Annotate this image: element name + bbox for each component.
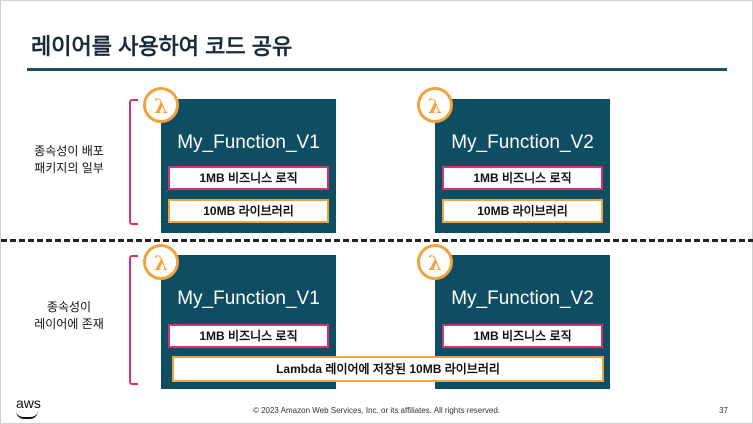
aws-logo: aws xyxy=(16,395,41,411)
title-divider xyxy=(27,68,727,71)
business-logic-block: 1MB 비즈니스 로직 xyxy=(168,324,329,348)
library-block: 10MB 라이브러리 xyxy=(168,199,329,223)
function-title: My_Function_V2 xyxy=(451,132,594,153)
top-label-line2: 패키지의 일부 xyxy=(34,161,104,175)
bottom-label-line1: 종속성이 xyxy=(46,300,92,314)
aws-logo-smile xyxy=(16,411,38,419)
top-section-label: 종속성이 배포 패키지의 일부 xyxy=(19,143,119,177)
lambda-icon: λ xyxy=(417,244,453,280)
bottom-bracket xyxy=(129,255,138,385)
lambda-icon: λ xyxy=(143,87,179,123)
top-label-line1: 종속성이 배포 xyxy=(34,144,104,158)
function-title: My_Function_V2 xyxy=(451,288,594,309)
page-number: 37 xyxy=(719,406,728,415)
lambda-icon: λ xyxy=(143,244,179,280)
slide-title: 레이어를 사용하여 코드 공유 xyxy=(31,34,293,59)
business-logic-block: 1MB 비즈니스 로직 xyxy=(442,166,603,190)
function-box-v1-top: My_Function_V1 1MB 비즈니스 로직 10MB 라이브러리 xyxy=(161,99,336,233)
section-divider xyxy=(1,239,753,242)
top-bracket xyxy=(129,99,138,225)
lambda-layer-block: Lambda 레이어에 저장된 10MB 라이브러리 xyxy=(172,356,604,382)
function-title: My_Function_V1 xyxy=(177,288,320,309)
lambda-icon: λ xyxy=(417,87,453,123)
business-logic-block: 1MB 비즈니스 로직 xyxy=(168,166,329,190)
bottom-label-line2: 레이어에 존재 xyxy=(34,317,104,331)
function-box-v2-top: My_Function_V2 1MB 비즈니스 로직 10MB 라이브러리 xyxy=(435,99,610,233)
library-block: 10MB 라이브러리 xyxy=(442,199,603,223)
bottom-section-label: 종속성이 레이어에 존재 xyxy=(19,299,119,333)
business-logic-block: 1MB 비즈니스 로직 xyxy=(442,324,603,348)
copyright-footer: © 2023 Amazon Web Services, Inc. or its … xyxy=(252,406,501,415)
function-title: My_Function_V1 xyxy=(177,132,320,153)
